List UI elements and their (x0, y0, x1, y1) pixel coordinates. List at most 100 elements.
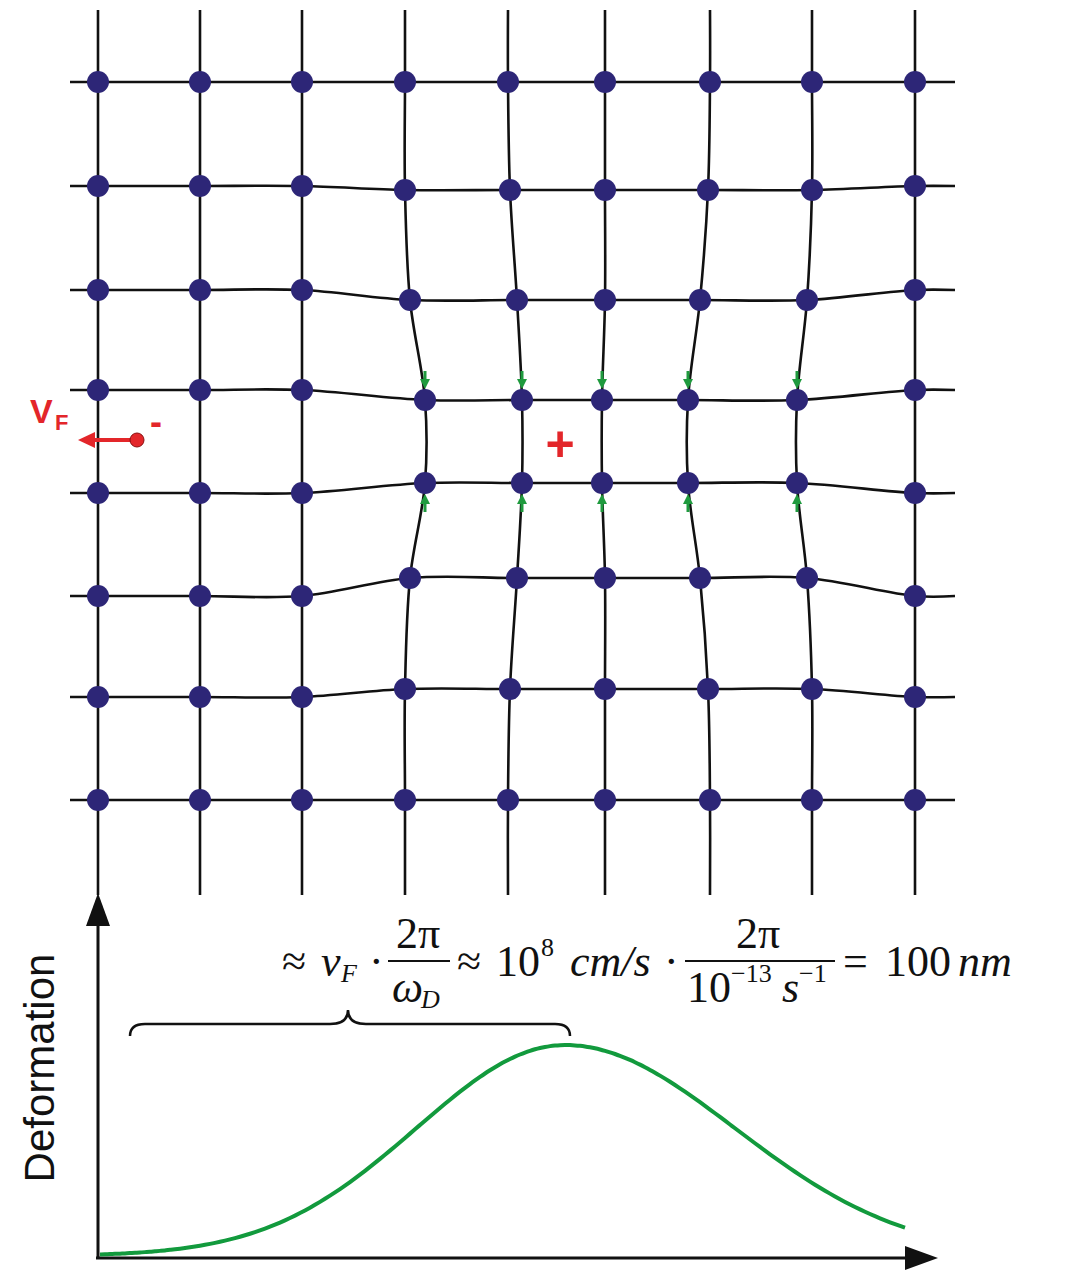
ion-atom (189, 379, 211, 401)
deformation-plot (86, 893, 938, 1270)
ion-atom (697, 179, 719, 201)
ion-atom (697, 678, 719, 700)
ion-atom (904, 175, 926, 197)
ion-atom (189, 175, 211, 197)
formula-superscript: −13 (731, 961, 772, 987)
ion-atom (87, 379, 109, 401)
ion-atom (291, 482, 313, 504)
ion-atom (594, 789, 616, 811)
ion-atom (394, 71, 416, 93)
formula-denominator: ω (392, 966, 423, 1010)
ion-atom (904, 71, 926, 93)
lattice-column-line (914, 10, 917, 895)
ion-atom (904, 585, 926, 607)
ion-atom (677, 389, 699, 411)
displacement-arrow-head (517, 494, 527, 504)
displacement-arrows (420, 371, 802, 512)
displacement-arrow-head (792, 379, 802, 389)
ion-atom (594, 678, 616, 700)
ion-atom (786, 472, 808, 494)
deformation-curve (100, 1045, 905, 1254)
formula-superscript: −1 (799, 961, 827, 987)
ion-atom (87, 175, 109, 197)
displacement-arrow-head (420, 494, 430, 504)
ion-atom (87, 686, 109, 708)
ion-atom (394, 179, 416, 201)
lattice-column-line (199, 10, 202, 895)
ion-atom (699, 71, 721, 93)
lattice-column-line (796, 10, 812, 895)
lattice-column-line (405, 10, 427, 895)
ion-atom (904, 482, 926, 504)
formula-symbol: = (843, 940, 868, 984)
ion-atom (689, 289, 711, 311)
ion-atom (801, 179, 823, 201)
ion-atom (87, 585, 109, 607)
formula-symbol: ≈ (457, 940, 481, 984)
formula-symbol: v (321, 940, 341, 984)
electron (78, 432, 144, 448)
ion-atom (594, 179, 616, 201)
ion-atom (497, 789, 519, 811)
ion-atom (594, 289, 616, 311)
ion-atom (414, 389, 436, 411)
ion-atom (511, 472, 533, 494)
ion-atom (904, 279, 926, 301)
displacement-arrow-head (792, 494, 802, 504)
displacement-arrow-head (683, 494, 693, 504)
ion-atom (796, 289, 818, 311)
formula-unit: nm (958, 940, 1012, 984)
formula-symbol: · (664, 940, 679, 984)
displacement-arrow-head (517, 379, 527, 389)
ion-atom (399, 289, 421, 311)
formula-denominator: 10 (687, 966, 731, 1010)
formula-symbol: ≈ (282, 940, 306, 984)
ion-atom (506, 289, 528, 311)
formula-subscript: D (421, 987, 440, 1013)
ion-atom (394, 789, 416, 811)
ion-atom (394, 678, 416, 700)
ion-atom (291, 585, 313, 607)
ion-atom (689, 567, 711, 589)
ion-atom (699, 789, 721, 811)
ion-atom (414, 472, 436, 494)
x-axis-arrowhead (905, 1246, 938, 1270)
velocity-subscript: F (55, 412, 68, 434)
velocity-arrow-head (78, 432, 95, 448)
ion-atom (499, 179, 521, 201)
displacement-arrow-head (597, 494, 607, 504)
velocity-arrow-shaft (93, 438, 131, 442)
x-axis (96, 1257, 908, 1260)
displacement-arrow-head (683, 379, 693, 389)
lattice-column-line (97, 10, 100, 895)
ion-atom (591, 472, 613, 494)
ion-atom (87, 71, 109, 93)
ion-atom (511, 389, 533, 411)
lattice-column-line (508, 10, 523, 895)
ion-atom (189, 585, 211, 607)
y-axis-arrowhead (86, 893, 110, 926)
ion-atom (87, 482, 109, 504)
charge-sign: + (545, 419, 574, 469)
ion-atom (904, 789, 926, 811)
fraction-bar (388, 960, 450, 962)
ion-atom (499, 678, 521, 700)
lattice-column-line (301, 10, 304, 895)
formula-subscript: F (341, 961, 357, 987)
ion-atom (189, 279, 211, 301)
ion-atom (291, 175, 313, 197)
ion-atom (291, 279, 313, 301)
ion-atom (801, 71, 823, 93)
ion-atom (904, 686, 926, 708)
displacement-arrow-head (597, 379, 607, 389)
ion-atom (677, 472, 699, 494)
formula-unit: cm/s (570, 940, 651, 984)
ion-atom (801, 789, 823, 811)
electron-dot (130, 433, 144, 447)
ion-atom (594, 71, 616, 93)
lattice-column-line (602, 10, 606, 895)
formula-numerator: 2π (736, 912, 780, 956)
velocity-symbol: V (30, 394, 53, 428)
